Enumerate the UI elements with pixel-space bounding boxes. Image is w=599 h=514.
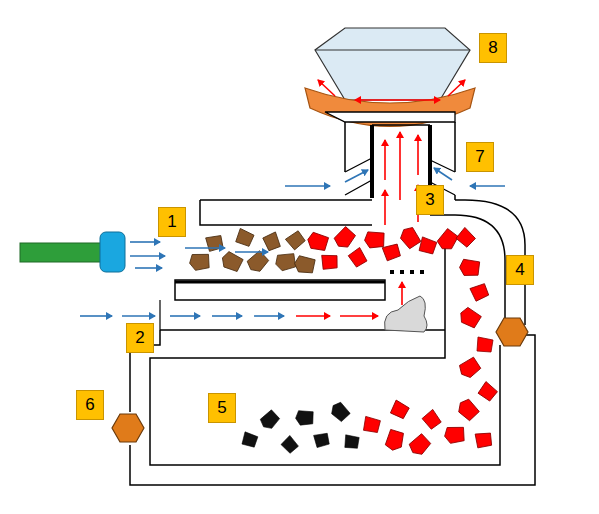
callout-number: 4 bbox=[506, 255, 534, 285]
callout-text: 2 bbox=[135, 329, 144, 348]
callout-number: 5 bbox=[208, 393, 236, 423]
callout-text: 6 bbox=[85, 396, 94, 415]
callout-number: 7 bbox=[466, 142, 494, 172]
callout-number: 6 bbox=[76, 390, 104, 420]
callout-text: 5 bbox=[217, 399, 226, 418]
callout-text: 8 bbox=[488, 39, 497, 58]
callout-text: 1 bbox=[167, 213, 176, 232]
callout-text: 3 bbox=[425, 191, 434, 210]
callout-number: 8 bbox=[479, 33, 507, 63]
callout-text: 7 bbox=[475, 148, 484, 167]
callout-number: 1 bbox=[158, 207, 186, 237]
callout-text: 4 bbox=[515, 261, 524, 280]
callout-number: 2 bbox=[126, 323, 154, 353]
callout-number: 3 bbox=[416, 185, 444, 215]
